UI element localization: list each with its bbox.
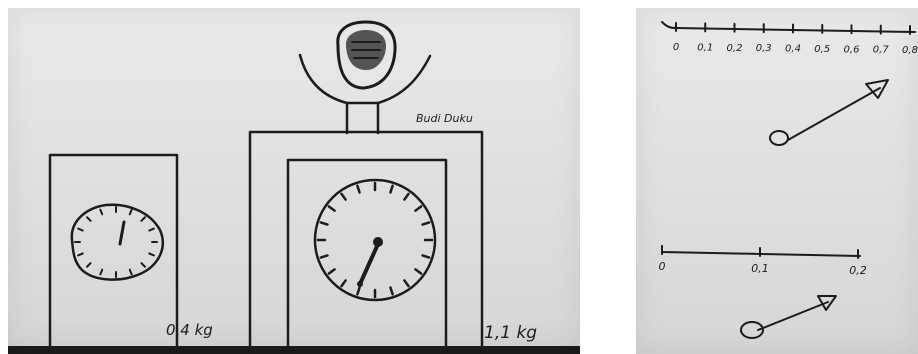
ruler-tick-label: 0,4	[785, 44, 801, 55]
small-dial-tick	[87, 217, 91, 221]
person-body	[347, 103, 378, 133]
ruler-tick-label: 0,1	[697, 42, 713, 53]
large-dial-tick	[404, 194, 408, 200]
small-dial-tick	[78, 229, 83, 231]
large-dial-tick	[390, 288, 392, 295]
small-scale: 0,4 kg	[50, 155, 213, 348]
ruler-tick-label: 0,5	[814, 44, 830, 55]
ruler-tick-label: 0,3	[756, 43, 772, 54]
large-dial-tip	[357, 281, 363, 287]
large-dial-tick	[321, 222, 328, 224]
ruler-top: 0 0,1 0,2 0,3 0,4 0,5 0,6 0,7 0,8	[662, 22, 918, 145]
large-dial-tick	[329, 206, 335, 210]
small-scale-reading: 0,4 kg	[166, 321, 213, 339]
large-scale-reading: 1,1 kg	[484, 323, 537, 343]
small-dial-ticks	[75, 207, 157, 277]
small-dial-tick	[87, 263, 91, 267]
large-dial-tick	[357, 186, 359, 193]
ruler-tick-label: 0	[673, 42, 679, 53]
large-dial-tick	[329, 269, 335, 273]
large-scale-inner-frame	[288, 160, 446, 348]
large-dial-tick	[415, 269, 421, 273]
ruler-tick-label: 0,1	[751, 262, 769, 275]
large-dial-needle	[360, 244, 378, 284]
small-dial-tick	[78, 253, 83, 255]
ruler-tick-label: 0,2	[727, 43, 743, 54]
small-dial-tick	[130, 210, 132, 215]
small-dial-needle	[120, 222, 124, 244]
large-dial-tick	[321, 255, 328, 257]
large-dial-tick	[423, 222, 430, 224]
small-scale-box	[50, 155, 177, 348]
person-right-arm	[378, 56, 430, 103]
ruler-tick-label: 0,7	[873, 45, 890, 56]
small-dial-tick	[100, 270, 102, 275]
ruler-top-arrow-tail	[770, 131, 788, 145]
large-dial-tick	[415, 206, 421, 210]
ruler-top-line	[662, 22, 915, 32]
person-figure: Budi Duku	[300, 22, 473, 133]
ruler-tick-label: 0,8	[902, 45, 918, 56]
large-dial-tick	[341, 280, 345, 286]
small-dial-tick	[141, 263, 145, 267]
ruler-tick-label: 0,2	[849, 264, 867, 277]
ruler-tick-label: 0	[659, 260, 666, 273]
small-dial-tick	[141, 217, 145, 221]
ruler-top-arrow-shaft	[788, 88, 880, 140]
small-dial-tick	[100, 210, 102, 215]
large-dial-tick	[341, 194, 345, 200]
ruler-bottom: 0 0,1 0,2	[659, 246, 867, 338]
large-dial-tick	[423, 255, 430, 257]
person-label: Budi Duku	[416, 112, 473, 125]
large-dial-tick	[390, 186, 392, 193]
large-scale: 1,1 kg	[250, 132, 537, 348]
large-dial-tick	[404, 280, 408, 286]
small-dial-tick	[149, 229, 154, 231]
large-dial-hub	[373, 237, 383, 247]
ruler-tick-label: 0,6	[844, 44, 860, 55]
large-dial-tick	[357, 288, 359, 295]
ruler-bottom-arrow-shaft	[758, 302, 828, 330]
small-scale-dial	[72, 205, 163, 280]
small-dial-tick	[149, 253, 154, 255]
small-dial-tick	[130, 270, 132, 275]
